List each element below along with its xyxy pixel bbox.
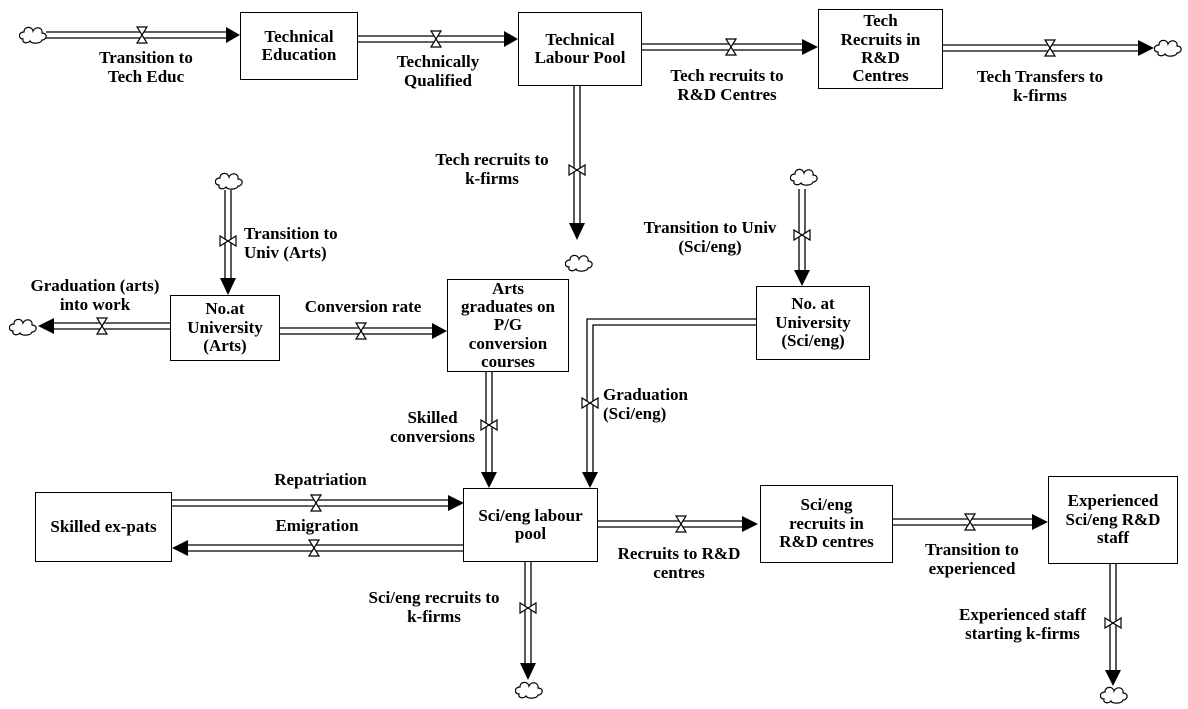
arrowhead-scieng-recruits-kfirms [520,663,536,680]
valve-experienced-staff-kfirms [1104,616,1122,630]
flow-label-graduation-scieng: Graduation(Sci/eng) [603,385,689,424]
cloud-sink-scieng-recruits-kfirms [515,681,543,699]
valve-scieng-recruits-kfirms [519,601,537,615]
valve-transition-experienced [963,513,977,531]
valve-technically-qualified [429,30,443,48]
pipe-experienced-staff-kfirms [1109,564,1117,672]
pipe-transition-tech-educ [46,31,228,39]
valve-transition-univ-scieng [793,228,811,242]
pipe-graduation-arts-work [52,322,170,330]
stock-skilled-ex-pats: Skilled ex-pats [35,492,172,562]
pipe-tech-recruits-kfirms [573,86,581,225]
arrowhead-technically-qualified [504,31,518,47]
valve-emigration [307,539,321,557]
pipe-transition-univ-arts [224,190,232,280]
valve-transition-univ-arts [219,234,237,248]
cloud-sink-experienced-staff [1100,686,1128,704]
arrowhead-experienced-staff-kfirms [1105,670,1121,686]
arrowhead-graduation-arts-work [38,318,54,334]
arrowhead-tech-recruits-rd-centres [802,39,818,55]
cloud-source-univ-arts [215,172,243,190]
arrowhead-transition-univ-scieng [794,270,810,286]
arrowhead-repatriation [448,495,464,511]
arrowhead-tech-recruits-kfirms [569,223,585,240]
cloud-sink-tech-recruits-kfirms [565,254,593,272]
pipe-recruits-rd-centres [598,520,744,528]
pipe-conversion-rate [280,327,434,335]
flow-label-emigration: Emigration [275,516,359,535]
pipe-tech-transfers-kfirms [943,44,1140,52]
flow-label-transition-univ-scieng: Transition to Univ(Sci/eng) [643,218,777,257]
pipe-tech-recruits-rd-centres [642,43,804,51]
arrowhead-transition-univ-arts [220,278,236,295]
flow-label-repatriation: Repatriation [274,470,367,489]
pipe-repatriation [172,499,450,507]
arrowhead-recruits-rd-centres [742,516,758,532]
valve-recruits-rd-centres [674,515,688,533]
pipe-transition-univ-scieng [798,189,806,272]
valve-tech-recruits-rd-centres [724,38,738,56]
pipe-transition-experienced [893,518,1034,526]
flow-label-graduation-arts-work: Graduation (arts)into work [30,276,160,315]
valve-conversion-rate [354,322,368,340]
arrowhead-graduation-scieng [582,472,598,488]
pipe-emigration [186,544,463,552]
cloud-sink-tech-transfers [1154,39,1182,57]
arrowhead-emigration [172,540,188,556]
arrowhead-skilled-conversions [481,472,497,488]
flow-label-conversion-rate: Conversion rate [304,297,422,316]
valve-tech-recruits-kfirms [568,163,586,177]
pipe-graduation-scieng [586,318,756,474]
valve-tech-transfers-kfirms [1043,39,1057,57]
cloud-source-tech-educ [19,26,47,44]
arrowhead-conversion-rate [432,323,447,339]
arrowhead-transition-tech-educ [226,27,240,43]
pipe-technically-qualified [358,35,506,43]
valve-graduation-arts-work [95,317,109,335]
valve-graduation-scieng [581,396,599,410]
arrowhead-transition-experienced [1032,514,1048,530]
valve-repatriation [309,494,323,512]
arrowhead-tech-transfers-kfirms [1138,40,1154,56]
valve-skilled-conversions [480,418,498,432]
cloud-sink-graduation-arts [9,318,37,336]
cloud-source-univ-scieng [790,168,818,186]
valve-transition-tech-educ [135,26,149,44]
pipe-scieng-recruits-kfirms [524,562,532,665]
